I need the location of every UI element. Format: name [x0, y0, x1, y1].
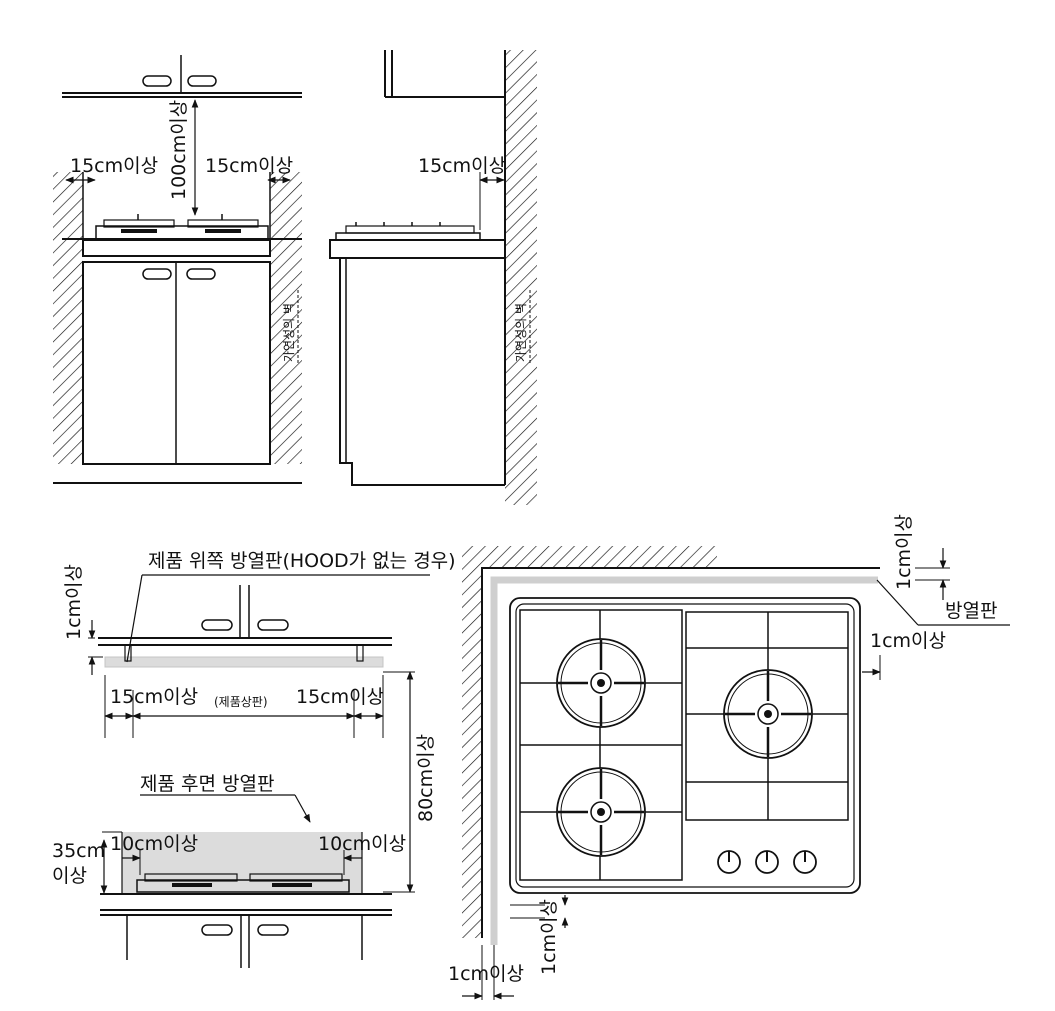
burner-top-left-icon — [556, 638, 646, 728]
side-view-panel: 15cm이상 가연성의 벽 — [329, 50, 537, 505]
left-wall-hatch — [462, 568, 482, 938]
cabinet-handle-icon — [257, 619, 289, 631]
cooktop-front-icon — [95, 214, 269, 240]
upper-cabinet-handle-icon — [142, 75, 172, 87]
cabinet-handle-icon — [201, 619, 233, 631]
top-heat-shield — [104, 656, 384, 668]
wall-left-hatch — [53, 172, 83, 464]
burner-right-icon — [723, 669, 813, 759]
clearance-1-right-label: 1cm이상 — [870, 630, 946, 652]
clearance-1-top-label: 1cm이상 — [893, 514, 915, 590]
side-wall-hatch — [505, 50, 537, 505]
knob-3-icon — [793, 850, 817, 874]
wall-right-hatch — [270, 172, 302, 464]
clearance-1-bottom-label: 1cm이상 — [538, 899, 560, 975]
clearance-10-left-label: 10cm이상 — [110, 833, 198, 855]
clearance-15-side-label: 15cm이상 — [418, 155, 506, 177]
clearance-35-label: 35cm — [52, 840, 105, 862]
clearance-100-label: 100cm이상 — [168, 100, 190, 200]
clearance-15-top-left-label: 15cm이상 — [110, 686, 198, 708]
top-view-panel: 1cm이상 방열판 1cm이상 1cm이상 1cm이상 — [448, 514, 1010, 1000]
corner-heat-shield — [490, 576, 878, 945]
rear-heat-shield — [122, 832, 362, 894]
cabinet-handle-icon — [257, 924, 289, 936]
top-heat-shield-label: 제품 위쪽 방열판(HOOD가 없는 경우) — [148, 550, 456, 572]
cooktop-top-icon — [509, 597, 861, 894]
cooktop-side-icon — [335, 222, 481, 241]
flammable-wall-label: 가연성의 벽 — [282, 303, 296, 362]
flammable-wall-side-label: 가연성의 벽 — [514, 303, 528, 362]
clearance-10-right-label: 10cm이상 — [318, 833, 406, 855]
clearance-15-top-right-label: 15cm이상 — [296, 686, 384, 708]
front-view-panel: 100cm이상 15cm이상 15cm이상 가연성의 벽 — [53, 55, 302, 484]
rear-heat-shield-label: 제품 후면 방열판 — [140, 773, 274, 795]
burner-bottom-left-icon — [556, 767, 646, 857]
knob-2-icon — [755, 850, 779, 874]
clearance-80-label: 80cm이상 — [415, 734, 437, 822]
heat-shield-label: 방열판 — [945, 600, 997, 622]
clearance-15-left-label: 15cm이상 — [70, 155, 158, 177]
lower-cabinet-handle-icon — [142, 268, 172, 280]
shield-panel: 제품 위쪽 방열판(HOOD가 없는 경우) 1cm이상 15cm이상 (제품상… — [52, 550, 456, 968]
clearance-35-suffix-label: 이상 — [52, 865, 87, 887]
lower-cabinet-handle-icon — [186, 268, 216, 280]
clearance-1-left-label: 1cm이상 — [448, 963, 524, 985]
product-top-label: (제품상판) — [214, 695, 268, 709]
clearance-1-label: 1cm이상 — [63, 564, 85, 640]
cooktop-rear-icon — [136, 873, 350, 893]
top-wall-hatch — [462, 546, 717, 568]
cabinet-handle-icon — [201, 924, 233, 936]
upper-cabinet-handle-icon — [187, 75, 217, 87]
knob-1-icon — [717, 850, 741, 874]
clearance-15-right-label: 15cm이상 — [205, 155, 293, 177]
